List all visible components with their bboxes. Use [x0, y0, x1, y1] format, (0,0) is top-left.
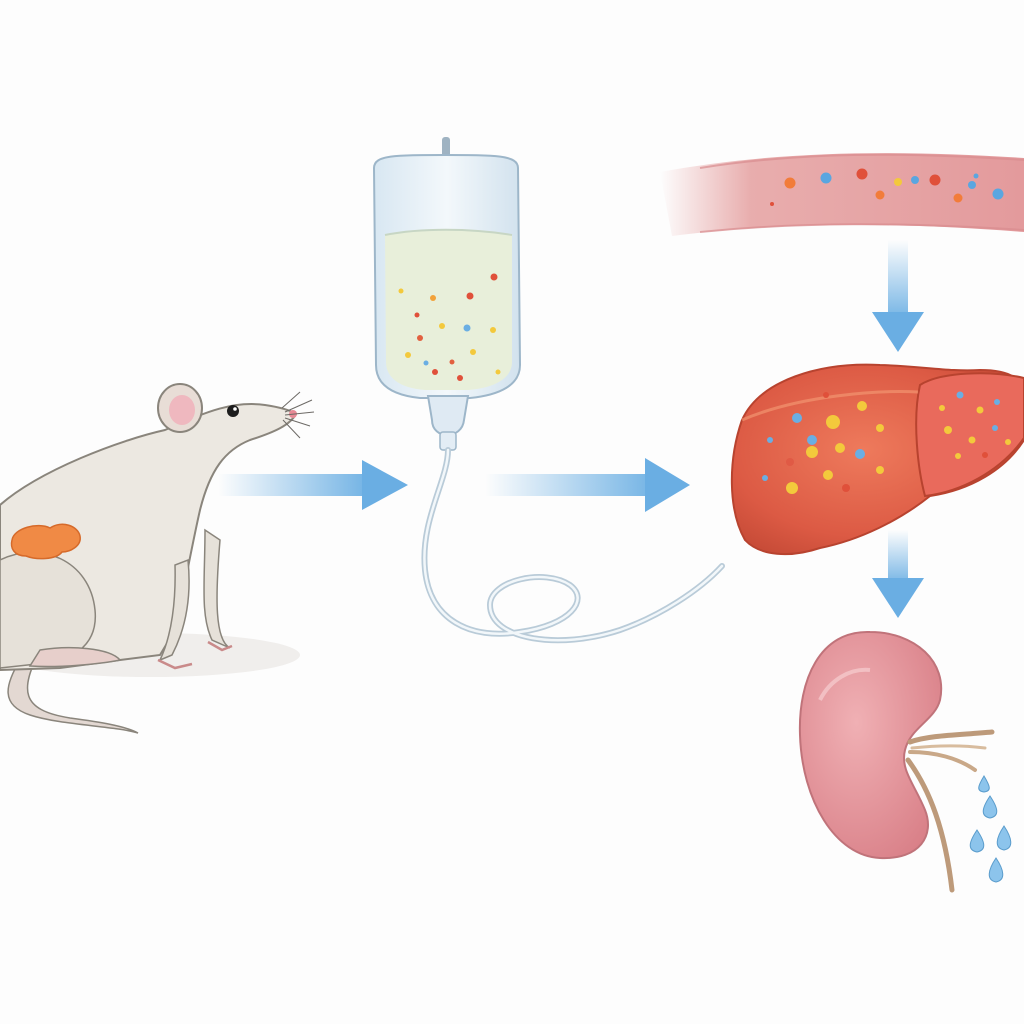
flow-arrow-bag-to-liver: [485, 458, 690, 512]
kidney-icon: [798, 630, 995, 893]
flow-arrow-liver-to-kidney: [872, 530, 924, 618]
tumor-icon: [10, 523, 81, 560]
urine-droplets: [969, 775, 1012, 883]
flow-arrow-vessel-to-liver: [872, 240, 924, 352]
rat-icon: [0, 383, 315, 734]
iv-bag-icon: [372, 137, 725, 644]
nanoparticles: [762, 391, 1011, 494]
blood-vessel-icon: [660, 153, 1024, 236]
liver-icon: [730, 363, 1024, 556]
flow-arrow-rat-to-bag: [218, 460, 408, 510]
nanoparticles: [398, 273, 501, 381]
